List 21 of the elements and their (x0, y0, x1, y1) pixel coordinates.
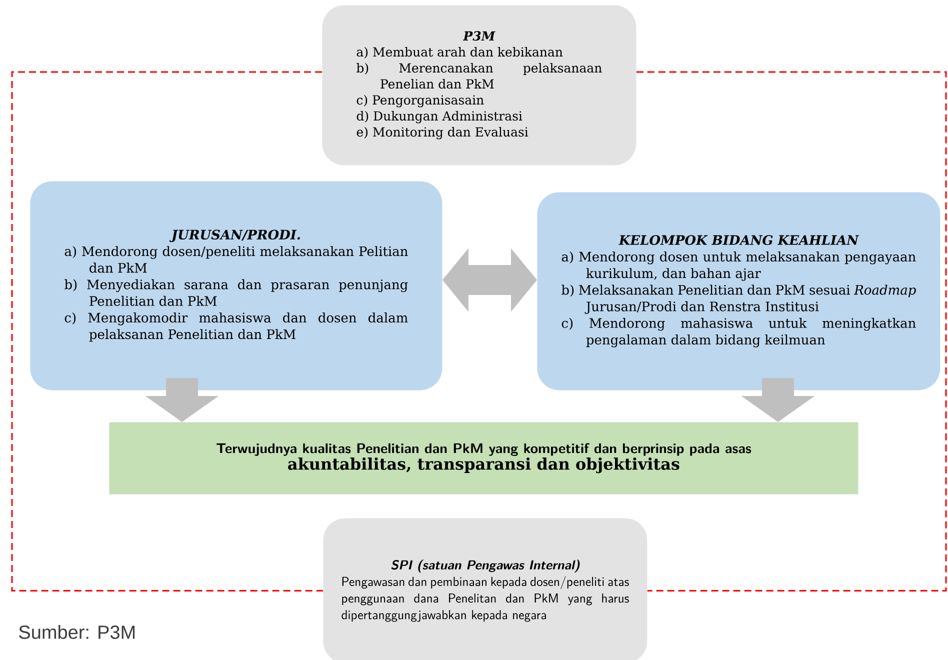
list-item: e) Monitoring dan Evaluasi (356, 126, 528, 140)
dashed-connector (11, 71, 323, 592)
box-heading: P3M (462, 31, 496, 41)
list-item: d) Dukungan Administrasi (356, 110, 522, 124)
result-box (109, 422, 858, 494)
box-heading: KELOMPOK BIDANG KEAHLIAN (618, 235, 859, 245)
process-box (322, 5, 636, 166)
list-item: c) Mendorong mahasiswa untuk meningkatkan pengalaman dalam bidang keilmuan (562, 318, 916, 348)
dashed-connector (636, 71, 947, 592)
caption: Sumber: P3M (19, 625, 135, 639)
list-item: a) Membuat arah dan kebikanan (356, 46, 563, 58)
list-item: c) Mengakomodir mahasiswa dan dosen dalam pelaksanan Penelitian dan PkM (64, 312, 408, 342)
process-box (537, 192, 940, 390)
result-text: akuntabilitas, transparansi dan objektivitas (288, 458, 680, 474)
list-item: c) Pengorganisasain (356, 94, 484, 108)
box-heading: JURUSAN/PRODI. (169, 230, 300, 242)
result-text: Terwujudnya kualitas Penelitian dan PkM yang kompetitif dan berprinsip pada asas (216, 443, 752, 456)
box-heading: SPI (satuan Pengawas Internal) (391, 560, 580, 573)
process-box (323, 518, 648, 660)
box-body: Pengawasan dan pembinaan kepada dosen/peneliti atas penggunaan dana Penelitan dan PkM yang harus dipertanggungjawabkan kepada negara (342, 576, 629, 622)
process-box (30, 181, 442, 390)
